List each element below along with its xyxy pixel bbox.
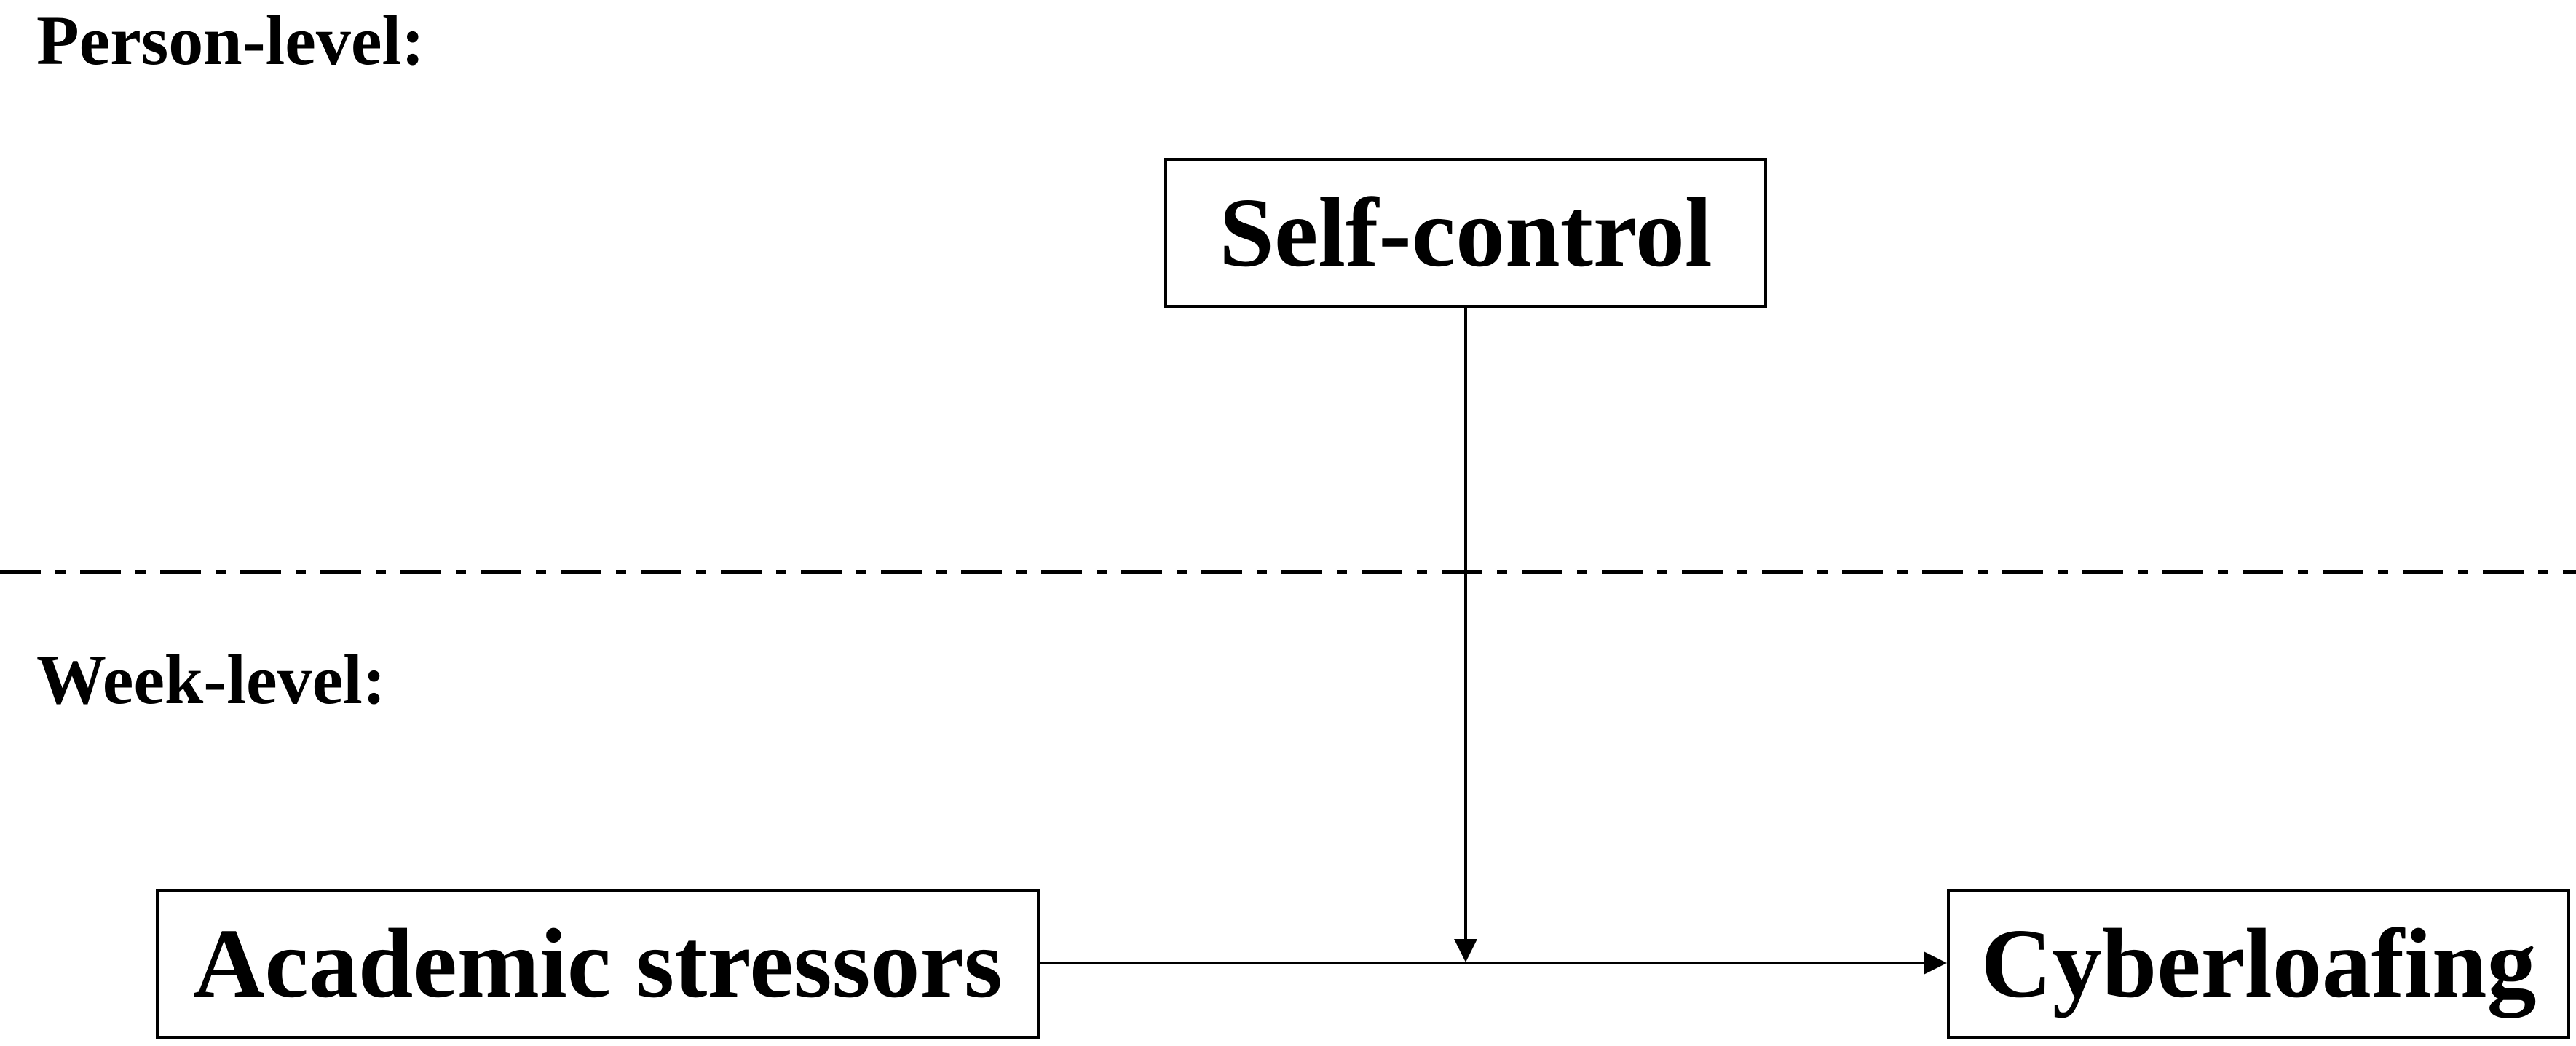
- academic-stressors-box: Academic stressors: [156, 889, 1040, 1039]
- self-control-label: Self-control: [1219, 178, 1712, 288]
- self-control-box: Self-control: [1164, 158, 1767, 308]
- academic-stressors-label: Academic stressors: [193, 909, 1003, 1018]
- direct-effect-arrowhead: [1924, 951, 1947, 975]
- person-level-label: Person-level:: [36, 1, 425, 79]
- week-level-label: Week-level:: [36, 641, 386, 718]
- cyberloafing-box: Cyberloafing: [1947, 889, 2570, 1039]
- cyberloafing-label: Cyberloafing: [1980, 909, 2537, 1018]
- moderation-arrowhead: [1454, 939, 1477, 962]
